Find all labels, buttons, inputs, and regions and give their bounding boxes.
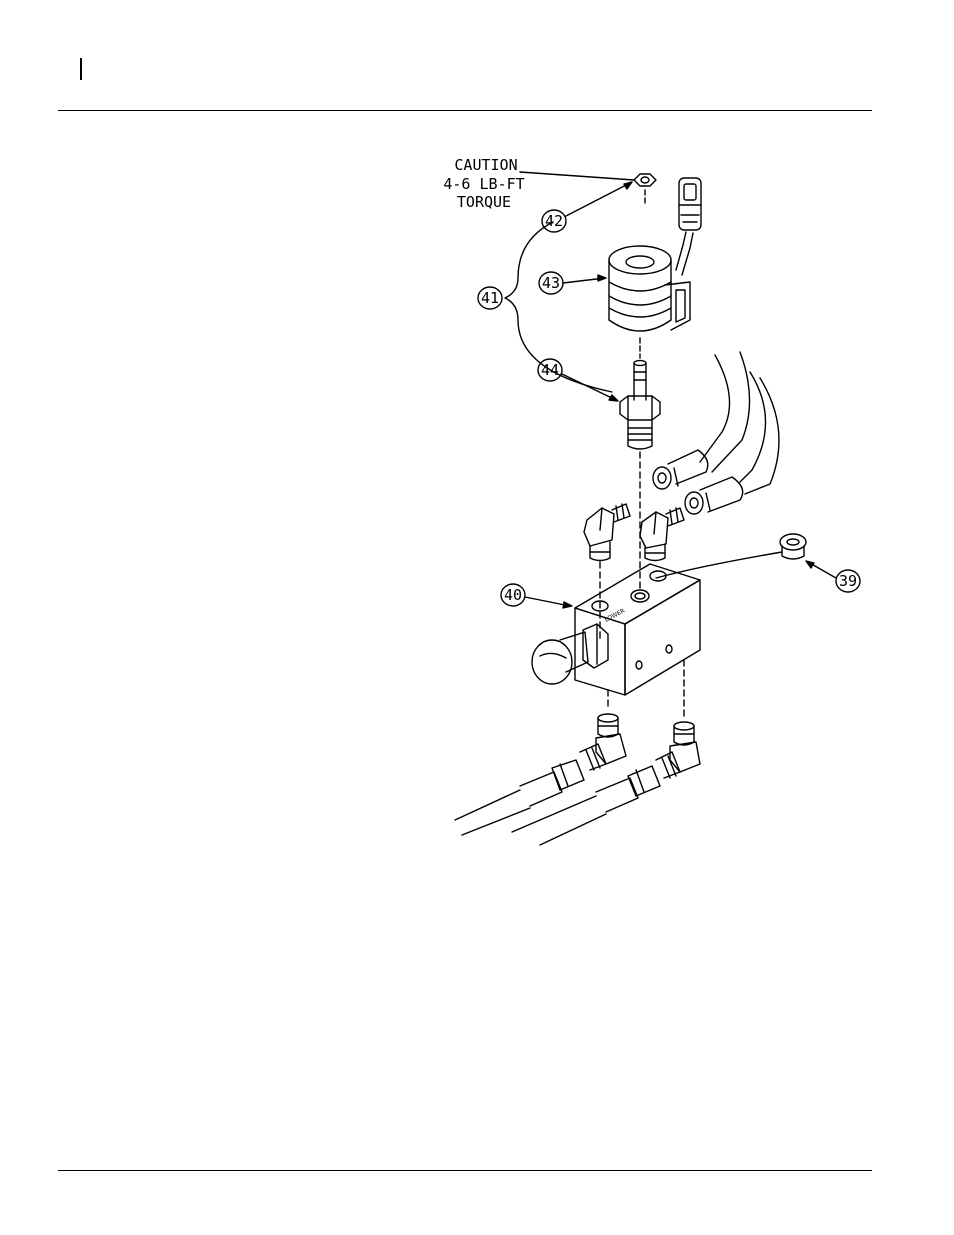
callout-39: 39 [806,561,860,592]
caution-note: CAUTION 4-6 LB-FT TORQUE [443,156,634,211]
callout-41: 41 [478,287,502,309]
lower-hoses [455,760,660,845]
svg-text:44: 44 [541,361,559,379]
part-42-nut [634,174,656,205]
manual-override-knob [532,624,608,684]
part-43-solenoid-coil [609,178,701,331]
lower-elbow-fittings [580,714,700,778]
svg-text:40: 40 [504,586,522,604]
caution-line-2: 4-6 LB-FT [443,175,524,193]
caution-line-1: CAUTION [454,156,517,174]
callout-44: 44 [538,359,618,401]
part-40-valve-block: LOWER [575,564,700,718]
svg-text:42: 42 [545,212,563,230]
callout-42: 42 [542,182,632,232]
upper-hoses [653,352,779,514]
svg-text:39: 39 [839,572,857,590]
callout-43: 43 [539,272,606,294]
svg-text:41: 41 [481,289,499,307]
electrical-connector [679,178,701,230]
caution-line-3: TORQUE [457,193,511,211]
callout-40: 40 [501,584,572,608]
part-39-plug [656,534,806,578]
svg-text:43: 43 [542,274,560,292]
upper-elbow-fittings [584,504,684,640]
part-44-cartridge-valve [620,338,660,590]
caution-leader [520,172,634,180]
